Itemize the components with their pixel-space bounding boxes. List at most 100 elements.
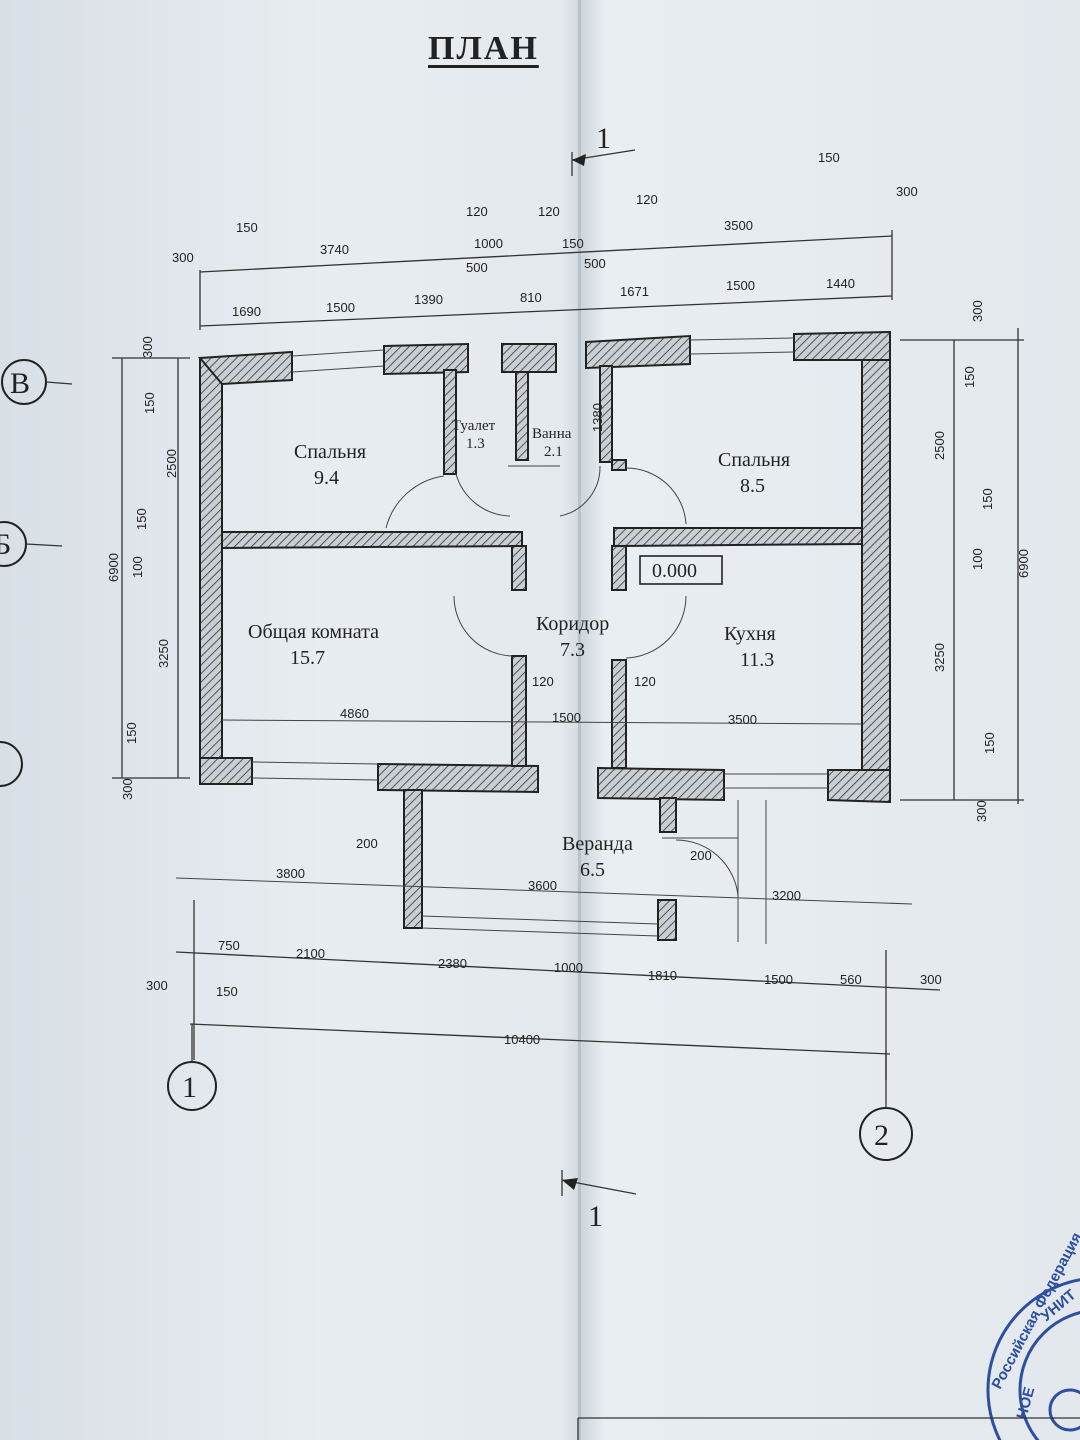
svg-text:150: 150 <box>142 392 157 414</box>
svg-text:100: 100 <box>970 548 985 570</box>
svg-text:2380: 2380 <box>438 956 467 971</box>
svg-text:300: 300 <box>896 184 918 199</box>
svg-text:300: 300 <box>172 250 194 265</box>
outer-walls <box>197 330 891 941</box>
room-area-toilet: 1.3 <box>466 436 485 452</box>
svg-text:1000: 1000 <box>554 960 583 975</box>
svg-text:1500: 1500 <box>726 278 755 293</box>
axis-markers: В Б 1 2 <box>0 359 913 1161</box>
windows <box>251 337 828 937</box>
svg-text:150: 150 <box>982 732 997 754</box>
svg-text:120: 120 <box>634 674 656 689</box>
svg-text:0.000: 0.000 <box>652 560 697 582</box>
dimensions-interior: 4860 120 1500 120 3500 200 200 3800 3600… <box>175 403 913 905</box>
svg-text:120: 120 <box>636 192 658 207</box>
svg-text:500: 500 <box>584 256 606 271</box>
svg-text:1390: 1390 <box>414 292 443 307</box>
section-mark-top: 1 <box>571 122 636 176</box>
dimensions-left: 300 150 2500 150 100 3250 150 300 6900 <box>106 336 190 800</box>
svg-text:810: 810 <box>520 290 542 305</box>
svg-text:Российская Федерация: Российская Федерация <box>989 1230 1080 1392</box>
paper-fold <box>578 0 581 1440</box>
svg-text:300: 300 <box>974 800 989 822</box>
svg-text:3600: 3600 <box>528 878 557 893</box>
svg-text:150: 150 <box>980 488 995 510</box>
room-labels: Спальня 9.4 Туалет 1.3 Ванна 2.1 Спальня… <box>248 418 790 881</box>
dimensions-right: 300 150 2500 150 100 3250 150 300 6900 <box>900 300 1031 822</box>
svg-text:150: 150 <box>962 366 977 388</box>
room-name-corridor: Коридор <box>536 613 609 635</box>
svg-text:2500: 2500 <box>164 449 179 478</box>
svg-text:300: 300 <box>120 778 135 800</box>
room-area-living: 15.7 <box>290 647 325 669</box>
page-title: ПЛАН <box>428 30 539 67</box>
svg-text:6900: 6900 <box>1016 549 1031 578</box>
svg-text:150: 150 <box>562 236 584 251</box>
svg-text:1690: 1690 <box>232 304 261 319</box>
svg-text:1810: 1810 <box>648 968 677 983</box>
room-name-kitchen: Кухня <box>724 623 776 645</box>
svg-text:3740: 3740 <box>320 242 349 257</box>
room-area-bedroom-left: 9.4 <box>314 467 339 489</box>
svg-text:560: 560 <box>840 972 862 987</box>
svg-text:750: 750 <box>218 938 240 953</box>
svg-text:6900: 6900 <box>106 553 121 582</box>
svg-text:1000: 1000 <box>474 236 503 251</box>
svg-text:100: 100 <box>130 556 145 578</box>
svg-text:НОЕ: НОЕ <box>1013 1385 1038 1421</box>
svg-text:1380: 1380 <box>590 403 605 432</box>
room-name-bedroom-left: Спальня <box>294 441 366 463</box>
level-mark: 0.000 <box>639 555 723 585</box>
room-area-veranda: 6.5 <box>580 859 605 881</box>
svg-text:300: 300 <box>920 972 942 987</box>
svg-text:3200: 3200 <box>772 888 801 903</box>
svg-text:3500: 3500 <box>728 712 757 727</box>
svg-text:200: 200 <box>356 836 378 851</box>
svg-text:120: 120 <box>532 674 554 689</box>
svg-text:150: 150 <box>124 722 139 744</box>
dimensions-top: 300 150 3740 120 1000 120 150 120 3500 1… <box>172 150 918 330</box>
room-area-bedroom-right: 8.5 <box>740 475 765 497</box>
dimensions-bottom: 300 750 150 2100 2380 1000 1810 1500 560… <box>146 900 942 1080</box>
room-name-veranda: Веранда <box>562 833 633 855</box>
axis-b-label: Б <box>0 528 11 561</box>
svg-text:120: 120 <box>466 204 488 219</box>
room-name-bathroom: Ванна <box>532 426 572 442</box>
svg-text:150: 150 <box>818 150 840 165</box>
title-block <box>577 1417 1080 1440</box>
svg-text:3250: 3250 <box>156 639 171 668</box>
svg-text:4860: 4860 <box>340 706 369 721</box>
room-name-bedroom-right: Спальня <box>718 449 790 471</box>
svg-text:200: 200 <box>690 848 712 863</box>
svg-text:500: 500 <box>466 260 488 275</box>
section-label-top: 1 <box>596 122 611 155</box>
room-name-toilet: Туалет <box>452 418 496 434</box>
interior-walls <box>221 365 863 769</box>
axis-v-label: В <box>10 367 30 400</box>
svg-text:2500: 2500 <box>932 431 947 460</box>
door-swings <box>385 465 767 944</box>
svg-text:3500: 3500 <box>724 218 753 233</box>
section-mark-bottom: 1 <box>561 1170 637 1233</box>
svg-text:3800: 3800 <box>276 866 305 881</box>
svg-text:150: 150 <box>134 508 149 530</box>
svg-text:1500: 1500 <box>552 710 581 725</box>
svg-text:300: 300 <box>140 336 155 358</box>
svg-text:300: 300 <box>970 300 985 322</box>
svg-text:2100: 2100 <box>296 946 325 961</box>
section-label-bottom: 1 <box>588 1200 603 1233</box>
axis-1-label: 1 <box>182 1071 197 1104</box>
svg-text:3250: 3250 <box>932 643 947 672</box>
svg-text:1500: 1500 <box>326 300 355 315</box>
svg-text:10400: 10400 <box>504 1032 540 1047</box>
room-area-kitchen: 11.3 <box>740 649 774 671</box>
svg-text:300: 300 <box>146 978 168 993</box>
room-area-corridor: 7.3 <box>560 639 585 661</box>
svg-text:150: 150 <box>236 220 258 235</box>
svg-text:1500: 1500 <box>764 972 793 987</box>
svg-text:1671: 1671 <box>620 284 649 299</box>
svg-text:120: 120 <box>538 204 560 219</box>
room-name-living: Общая комната <box>248 621 379 643</box>
